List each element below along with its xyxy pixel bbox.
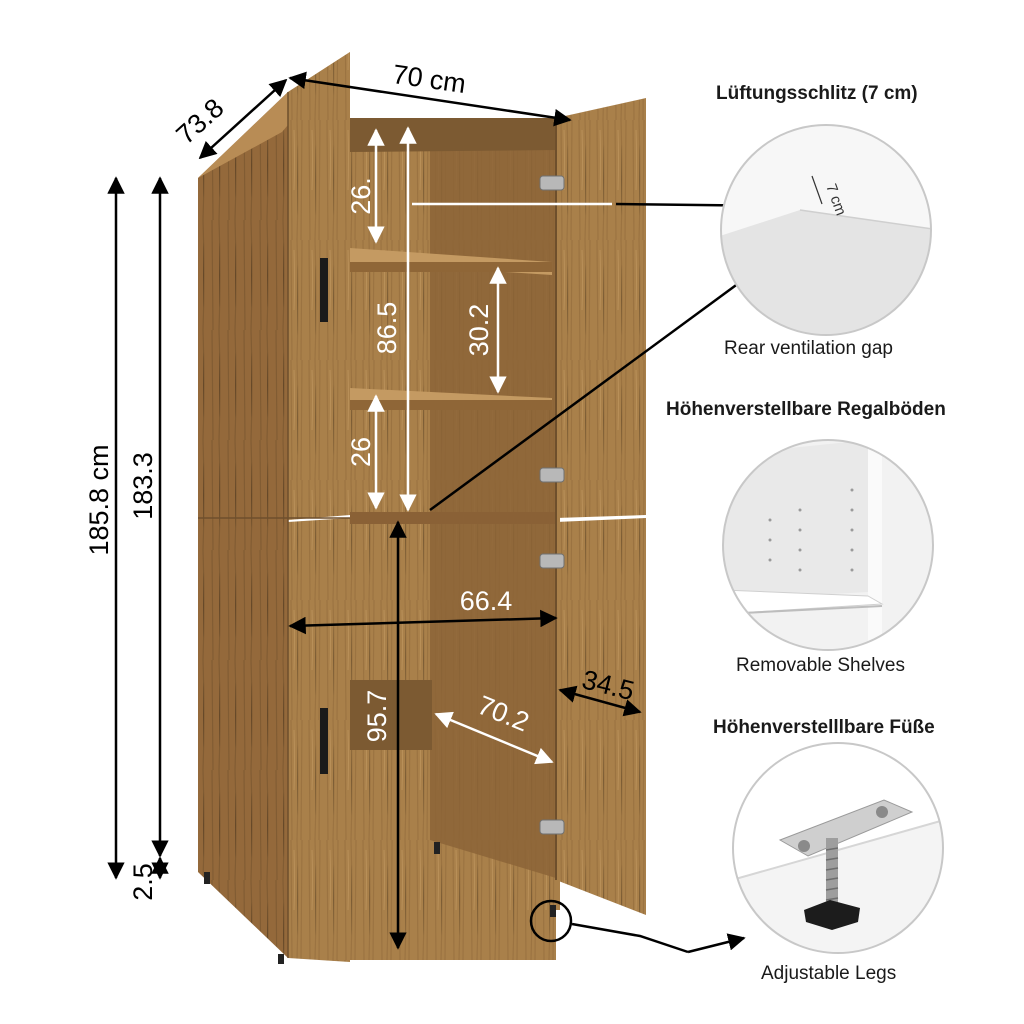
left-side-panel	[198, 92, 288, 958]
right-door-upper	[556, 98, 646, 518]
feature-title-shelves: Höhenverstellbare Regalböden	[666, 399, 946, 420]
leader-vent-2	[429, 242, 794, 512]
feature-title-legs: Höhenverstelllbare Füße	[713, 717, 935, 738]
label-middle-compartment: 30.2	[464, 304, 494, 357]
leg-bolt	[826, 838, 838, 908]
feature-caption-ventilation: Rear ventilation gap	[724, 338, 893, 359]
zoom-shelves	[722, 439, 934, 651]
arrow-width-top	[288, 71, 572, 127]
label-body-height: 183.3	[128, 452, 158, 520]
foot-right	[550, 905, 556, 917]
foot-front	[278, 954, 284, 964]
interior-right-wall	[430, 118, 556, 878]
shelf-upper-edge	[350, 262, 552, 272]
leg-highlight-circle	[529, 899, 573, 943]
zoom-legs	[732, 742, 944, 954]
shelf-middle-edge	[350, 400, 552, 410]
inner-top-board	[350, 118, 556, 152]
left-door-lower	[288, 518, 350, 962]
feature-caption-shelves: Removable Shelves	[736, 655, 905, 676]
label-lower-inner: 95.7	[362, 690, 392, 743]
feature-caption-legs: Adjustable Legs	[761, 963, 897, 984]
handle-upper	[320, 258, 328, 322]
feature-title-ventilation: Lüftungsschlitz (7 cm)	[716, 83, 918, 104]
handle-lower	[320, 708, 328, 774]
arrow-inner-width	[288, 609, 558, 635]
cabinet-body	[198, 52, 646, 964]
label-depth-top: 73.8	[170, 93, 229, 150]
left-door-upper	[288, 52, 350, 520]
label-top-compartment: 26.	[346, 177, 376, 215]
shelf-fixed	[350, 512, 556, 524]
hinges	[539, 175, 565, 835]
arrow-inner-diagonal	[434, 711, 554, 765]
leg-foot-pad	[804, 900, 860, 930]
label-total-height: 185.8 cm	[84, 444, 114, 555]
label-inner-width: 66.4	[460, 586, 513, 616]
right-door-lower	[556, 518, 646, 915]
inner-dimension-arrows	[367, 126, 612, 765]
outer-dimension-arrows	[107, 71, 794, 954]
leader-legs	[571, 922, 689, 954]
label-upper-inner: 86.5	[372, 302, 402, 355]
zoom-ventilation: 7 cm	[720, 124, 932, 336]
arrow-depth-top	[198, 78, 288, 160]
label-width-top: 70 cm	[391, 59, 468, 99]
label-leg-height: 2.5	[128, 863, 158, 901]
foot-back	[434, 842, 440, 854]
label-lower-compartment: 26	[346, 437, 376, 467]
foot-left	[204, 872, 210, 884]
arrow-door-depth	[558, 685, 642, 717]
